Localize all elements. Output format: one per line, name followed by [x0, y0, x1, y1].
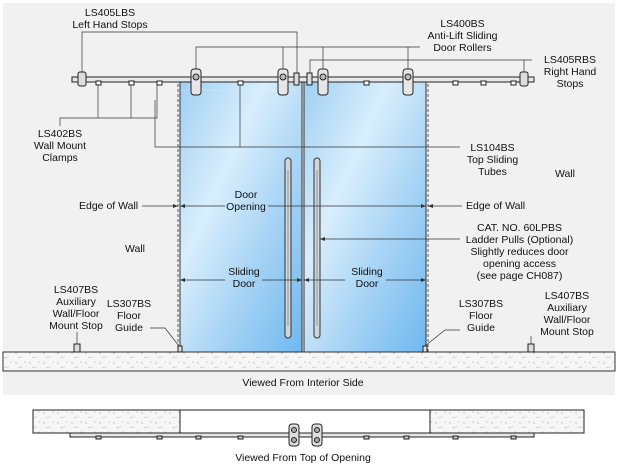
- label-ladder-pulls: CAT. NO. 60LPBS Ladder Pulls (Optional) …: [465, 222, 574, 282]
- top-view: [32, 409, 585, 447]
- label-edge-of-wall-left: Edge of Wall: [79, 200, 139, 212]
- label-wall-left: Wall: [124, 243, 146, 255]
- caption-interior-view: Viewed From Interior Side: [242, 377, 364, 389]
- leader-lines: [59, 31, 532, 347]
- top-sliding-tube: [71, 76, 535, 83]
- label-ls307bs-left: LS307BS Floor Guide: [106, 298, 152, 334]
- label-ls402bs: LS402BS Wall Mount Clamps: [33, 128, 87, 164]
- door-rollers: [190, 68, 414, 96]
- left-glass-door: [179, 79, 303, 353]
- label-ls407bs-left: LS407BS Auxiliary Wall/Floor Mount Stop: [49, 284, 103, 332]
- label-ls407bs-right: LS407BS Auxiliary Wall/Floor Mount Stop: [540, 290, 594, 338]
- label-ls400bs: LS400BS Anti-Lift Sliding Door Rollers: [427, 18, 498, 54]
- floor: [2, 351, 616, 372]
- ladder-pulls: [284, 157, 321, 339]
- label-ls307bs-right: LS307BS Floor Guide: [458, 298, 504, 334]
- label-sliding-door-right: Sliding Door: [351, 266, 383, 290]
- end-stops: [77, 71, 529, 87]
- label-sliding-door-left: Sliding Door: [228, 266, 260, 290]
- label-ls405lbs: LS405LBS Left Hand Stops: [72, 7, 148, 31]
- label-ls405rbs: LS405RBS Right Hand Stops: [543, 54, 597, 90]
- wall-mount-clamps: [95, 80, 517, 86]
- label-wall-right: Wall: [554, 168, 576, 180]
- label-door-opening: Door Opening: [226, 189, 266, 213]
- caption-top-view: Viewed From Top of Opening: [235, 452, 371, 464]
- right-glass-door: [303, 79, 427, 353]
- label-edge-of-wall-right: Edge of Wall: [466, 200, 526, 212]
- dimension-arrows: [173, 204, 433, 282]
- label-ls104bs: LS104BS Top Sliding Tubes: [466, 142, 519, 178]
